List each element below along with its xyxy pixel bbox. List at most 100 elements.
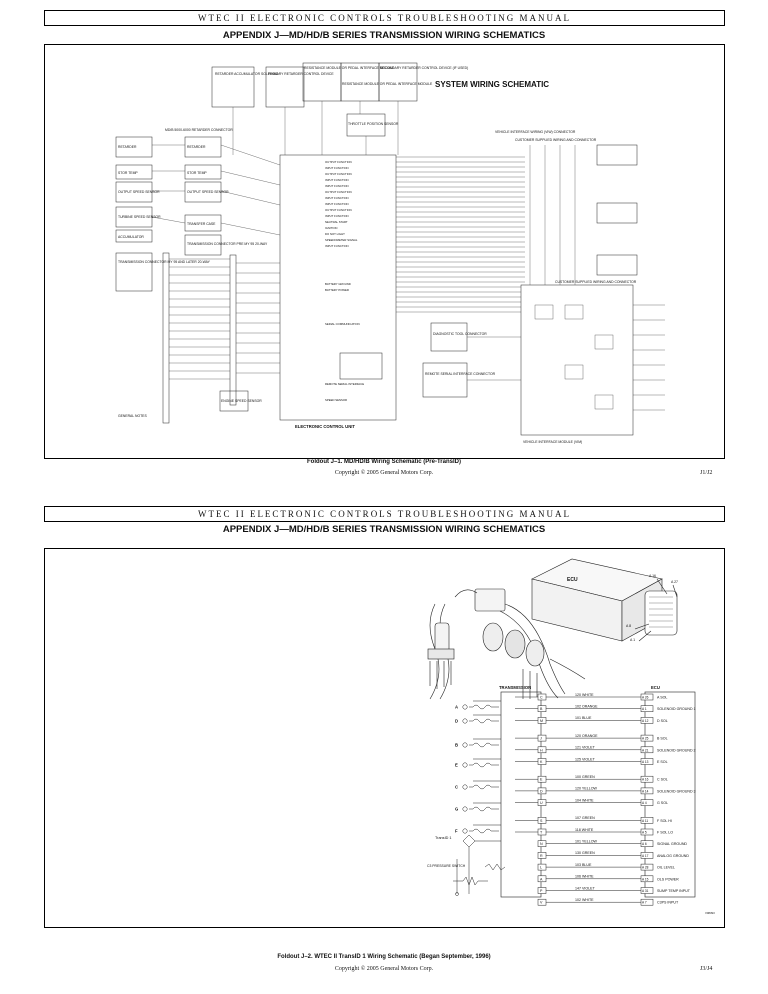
left-box-accumulator: ACCUMULATOR xyxy=(118,235,144,239)
mid-box-transfer-case: TRANSFER CASE xyxy=(187,222,216,226)
wire-label: 120 WHITE xyxy=(575,693,594,697)
page-header: WTEC II ELECTRONIC CONTROLS TROUBLESHOOT… xyxy=(44,506,725,522)
ecu-function: NEUTRAL START xyxy=(325,220,348,224)
mid-box-retarder: RETARDER xyxy=(187,145,206,149)
ecu-pin: A 14 xyxy=(642,789,649,793)
page-2: WTEC II ELECTRONIC CONTROLS TROUBLESHOOT… xyxy=(0,500,768,994)
ecu-function: SOLENOID GROUND 2 xyxy=(657,748,696,752)
ecu-label: ELECTRONIC CONTROL UNIT xyxy=(295,424,355,429)
ecu-function: SERIAL COMMUNICATION xyxy=(325,322,360,326)
solenoid-symbol: G xyxy=(455,802,501,812)
ecu-function: A SOL xyxy=(657,696,667,700)
ecu-function: SPEEDOMETER SIGNAL xyxy=(325,238,358,242)
ecu-function: INPUT FUNCTION xyxy=(325,184,349,188)
customer-supplied-2: CUSTOMER SUPPLIED WIRING AND CONNECTOR xyxy=(555,280,637,284)
solenoid-letter: G xyxy=(455,807,458,812)
trans-pin: R xyxy=(540,854,543,858)
ecu-pin: A 17 xyxy=(642,854,649,858)
solenoid-letter: A xyxy=(455,705,458,710)
wire-label: 147 VIOLET xyxy=(575,886,596,890)
copyright: Copyright © 2005 General Motors Corp. xyxy=(334,470,434,476)
trans-pin: B xyxy=(540,707,543,711)
ecu-pin-box xyxy=(640,817,654,824)
ecu-pin: A 1 xyxy=(642,707,647,711)
page-1: WTEC II ELECTRONIC CONTROLS TROUBLESHOOT… xyxy=(44,10,725,476)
ecu-pin-box xyxy=(640,775,654,783)
drawing-number: V08393 xyxy=(705,911,715,915)
ecu-function: OUTPUT FUNCTION xyxy=(325,190,352,194)
ecu-pin-box xyxy=(640,705,654,712)
page-title: APPENDIX J—MD/HD/B SERIES TRANSMISSION W… xyxy=(222,524,546,535)
ecu-pin-box xyxy=(640,887,654,894)
solenoid-letter: D xyxy=(455,719,458,724)
retarder-connector: MD/B 5000-6000 RETARDER CONNECTOR xyxy=(165,128,233,132)
customer-supplied: CUSTOMER SUPPLIED WIRING AND CONNECTOR xyxy=(515,138,597,142)
ecu-pin: A 26 xyxy=(642,696,649,700)
throttle-sensor: THROTTLE POSITION SENSOR xyxy=(348,122,399,126)
top-box-5: SECONDARY RETARDER CONTROL DEVICE (IF US… xyxy=(380,66,468,70)
wire-label: 104 WHITE xyxy=(575,798,594,802)
ecu-pin: A 5 xyxy=(642,831,647,835)
top-box-4: RESISTANCE MODULE OR PEDAL INTERFACE MOD… xyxy=(342,82,433,86)
trans-pin: H xyxy=(540,748,543,752)
viw-connector: VEHICLE INTERFACE WIRING (VIW) CONNECTOR xyxy=(495,130,576,134)
trans-pin: D xyxy=(540,789,543,793)
trans-pin: L xyxy=(540,866,542,870)
ecu-pin-box xyxy=(640,828,654,836)
wire-label: 120 YELLOW xyxy=(575,787,598,791)
ecu-pin: A 6 xyxy=(642,842,647,846)
ecu-pin-box xyxy=(640,863,654,871)
transid-wiring-schematic: ECU A 16 A 27 A 8 A 1 TRANSMISSION ECU A… xyxy=(44,548,725,928)
wire-label: 107 GREEN xyxy=(575,816,595,820)
top-box-1: RETARDER ACCUMULATOR SOLENOID xyxy=(215,72,279,76)
wire-label: 102 ORANGE xyxy=(575,705,598,709)
ecu-pin: A 13 xyxy=(642,760,649,764)
trans-pin: T xyxy=(540,831,543,835)
transid-resistor xyxy=(453,834,506,896)
top-box-2: PRIMARY RETARDER CONTROL DEVICE xyxy=(268,72,334,76)
wire-label: 101 BLUE xyxy=(575,716,592,720)
ecu-function: OUTPUT FUNCTION xyxy=(325,208,352,212)
ecu-pin: A 7 xyxy=(642,901,647,905)
trans-pin: J xyxy=(540,737,542,741)
ecu-pin: A 4 xyxy=(642,801,647,805)
solenoid-letter: B xyxy=(455,743,458,748)
ecu-pin: A 12 xyxy=(642,719,649,723)
ecu-function: BATTERY POWER xyxy=(325,288,349,292)
solenoid-letter: E xyxy=(455,763,458,768)
trans-pin: U xyxy=(540,801,543,805)
solenoid-symbol: A xyxy=(455,700,501,710)
trans-pin: K xyxy=(540,760,543,764)
transid-label: TransID 1 xyxy=(435,836,452,840)
page-number: J3/J4 xyxy=(700,966,713,972)
ecu-function: SIGNAL GROUND xyxy=(657,842,687,846)
ecu-function: F SOL HI xyxy=(657,819,672,823)
ecu-function: DO NOT LIGHT xyxy=(325,232,345,236)
ecu-function: SPEED SENSOR xyxy=(325,398,347,402)
pin-callout-a16: A 16 xyxy=(649,574,656,578)
ecu-function: OUTPUT FUNCTION xyxy=(325,160,352,164)
ecu-pin-box xyxy=(640,840,654,847)
ecu-function: E SOL xyxy=(657,760,668,764)
figure-caption: Foldout J–2. WTEC II TransID 1 Wiring Sc… xyxy=(277,954,491,960)
ecu-pin: A 16 xyxy=(642,778,649,782)
left-box-stor-temp: STOR TEMP xyxy=(118,171,138,175)
ecu-pin-box xyxy=(640,898,654,906)
trans-pin: V xyxy=(540,901,543,905)
ecu-function: SUMP TEMP INPUT xyxy=(657,889,691,893)
ecu-function: INPUT FUNCTION xyxy=(325,166,349,170)
ecu-function: INPUT FUNCTION xyxy=(325,178,349,182)
ecu-function: INPUT FUNCTION xyxy=(325,244,349,248)
wire-label: 118 WHITE xyxy=(575,828,594,832)
trans-pin: N xyxy=(540,842,543,846)
